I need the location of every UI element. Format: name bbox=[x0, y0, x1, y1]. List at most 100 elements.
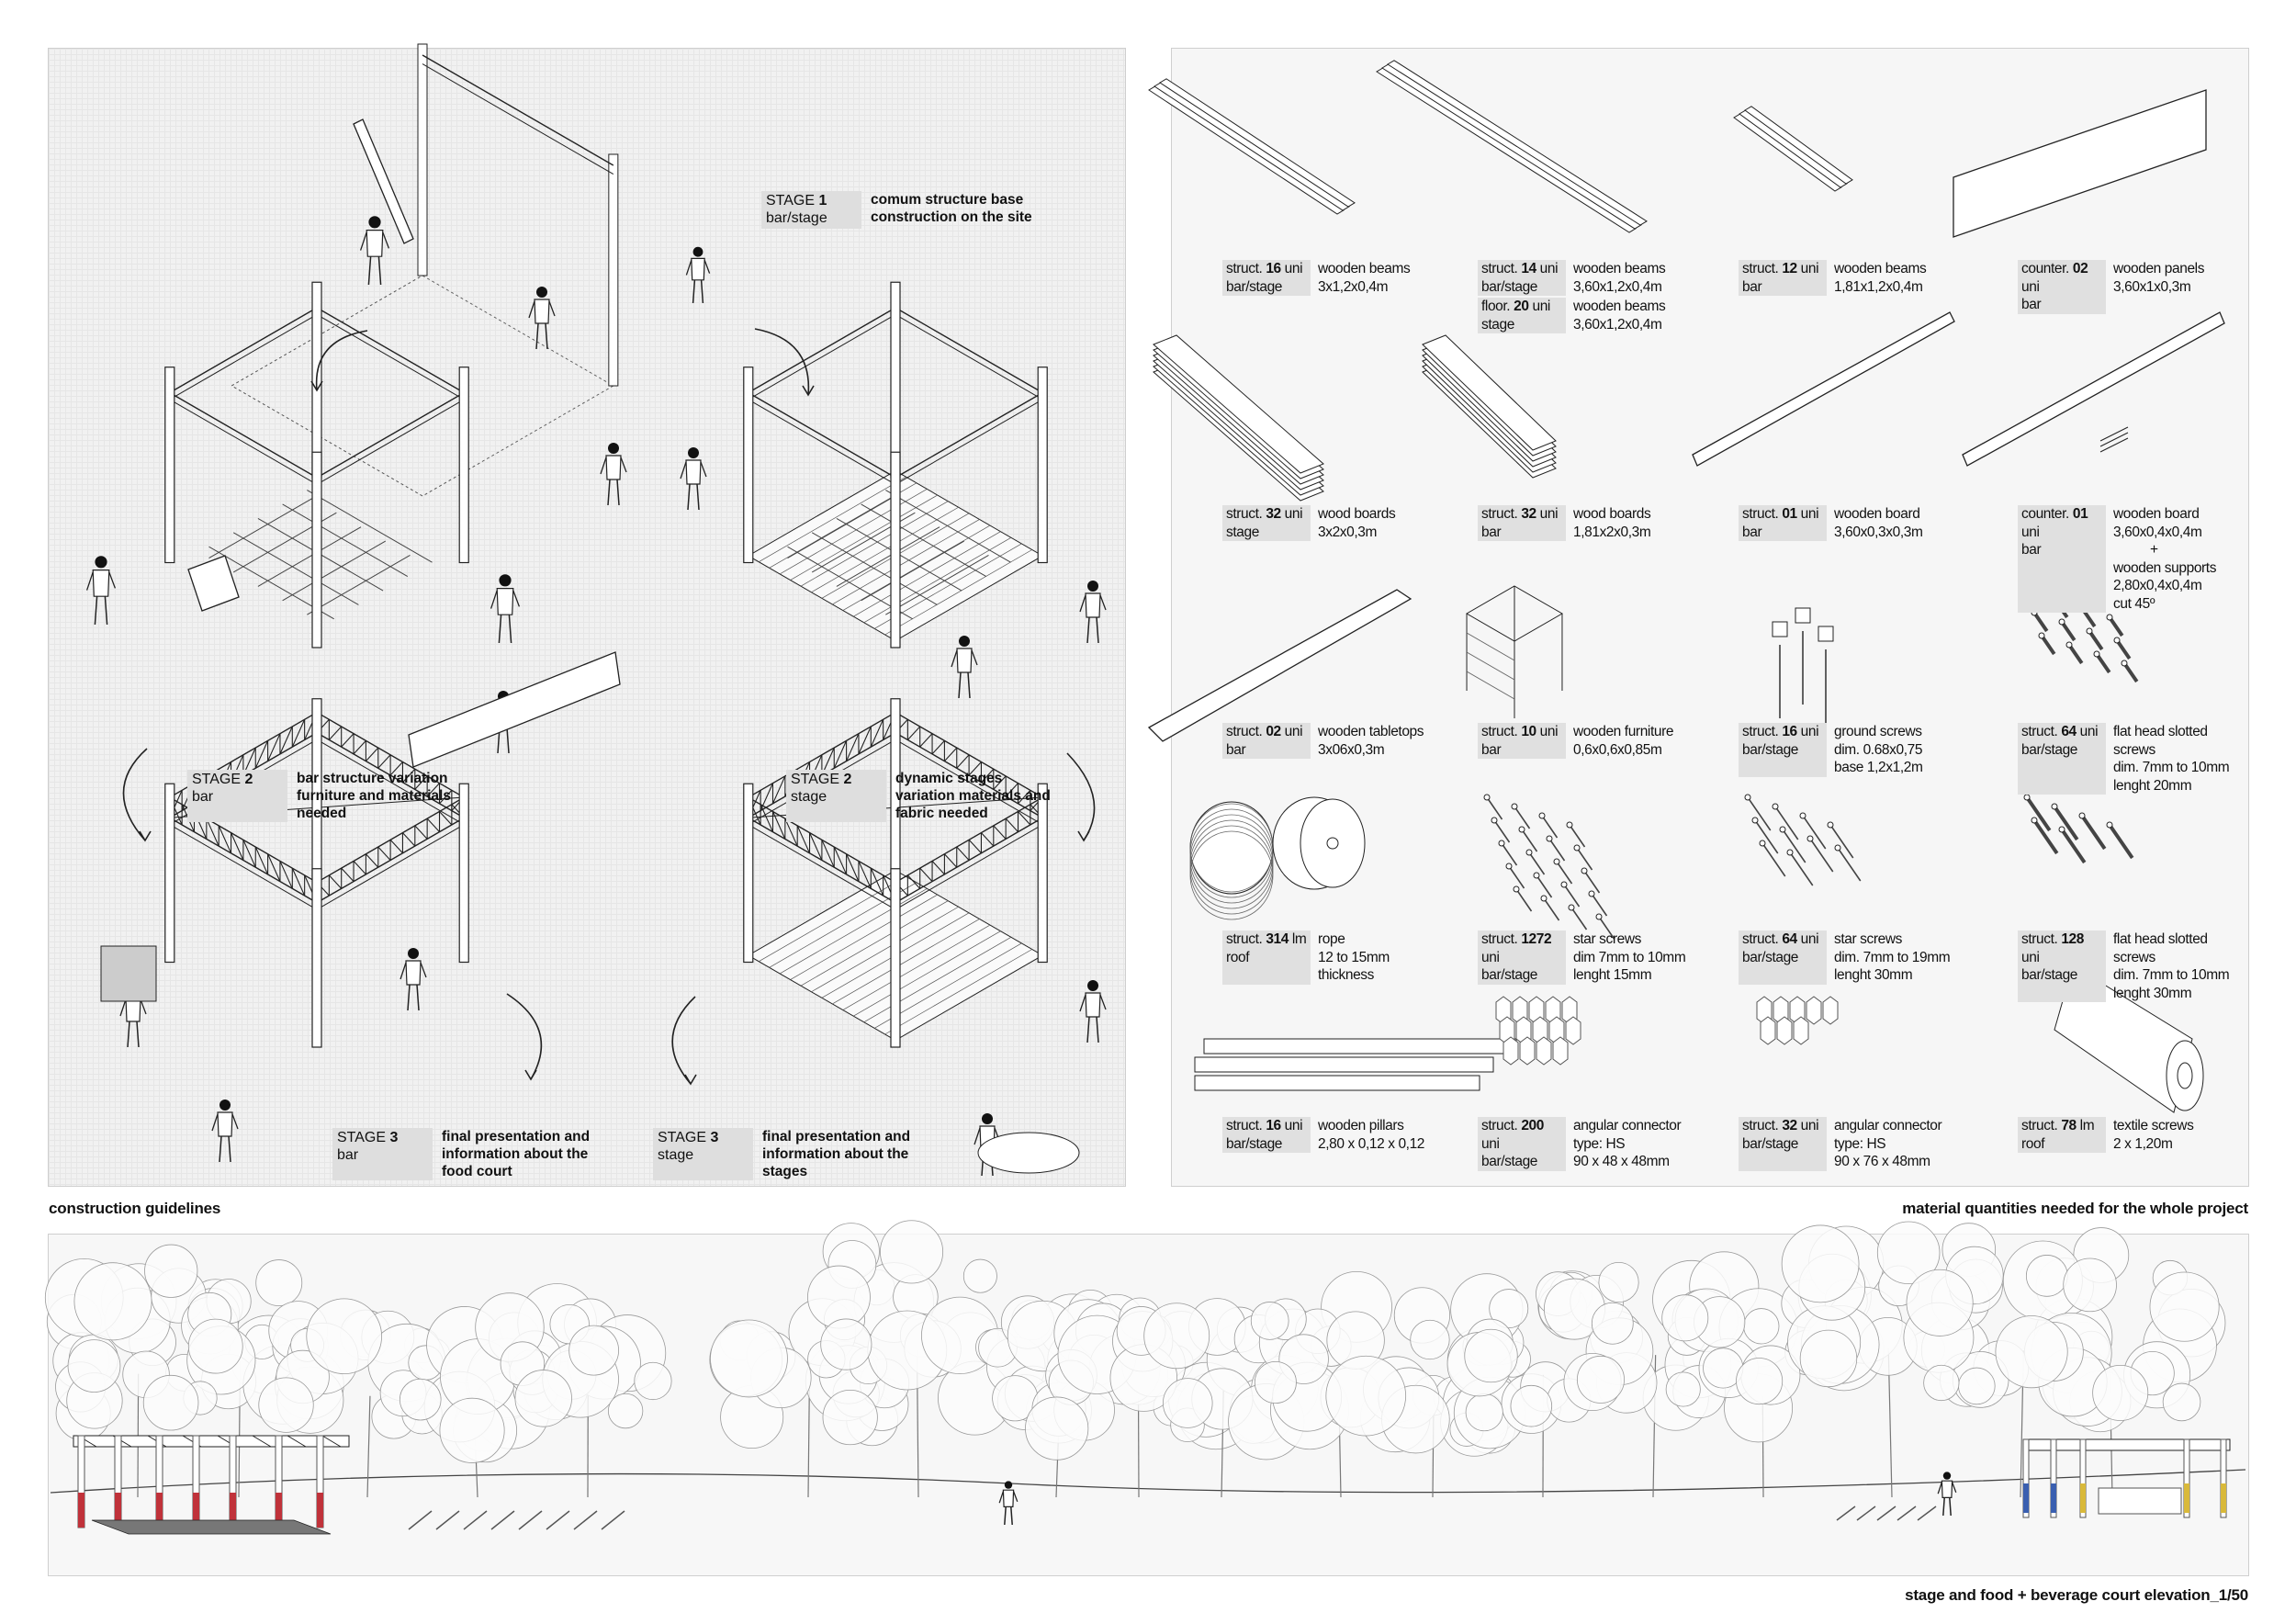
person-figure bbox=[211, 1100, 239, 1163]
quantity: 01 bbox=[1782, 506, 1797, 522]
beams-long-icon bbox=[1376, 60, 1648, 233]
description-line: wooden board bbox=[1834, 506, 1920, 522]
description-line: dim. 7mm to 19mm bbox=[1834, 949, 1951, 965]
person-figure bbox=[528, 287, 556, 350]
use: roof bbox=[1226, 949, 1250, 965]
stage-number: 2 bbox=[843, 772, 852, 787]
quantity: 12 bbox=[1782, 261, 1797, 276]
panel-icon bbox=[1953, 89, 2207, 238]
unit: uni bbox=[1536, 724, 1559, 739]
stage-description-line: needed bbox=[297, 806, 347, 821]
description-line: lenght 15mm bbox=[1573, 967, 1652, 983]
description-line: ground screws bbox=[1834, 724, 1922, 739]
description-line: 3,60x1,2x0,4m bbox=[1573, 316, 1662, 333]
red-pillar bbox=[156, 1493, 163, 1528]
textile-roll-icon bbox=[2054, 964, 2204, 1113]
description-line: rope bbox=[1318, 931, 1345, 947]
category: struct. bbox=[1742, 1118, 1783, 1133]
description-line: type: HS bbox=[1834, 1135, 1886, 1152]
unit: uni bbox=[1796, 724, 1819, 739]
tree bbox=[1781, 1221, 1997, 1498]
use: bar bbox=[2021, 542, 2042, 558]
use: bar/stage bbox=[1742, 741, 1799, 758]
stage-description-line: food court bbox=[442, 1164, 512, 1179]
description-line: wooden panels bbox=[2113, 261, 2205, 276]
unit: uni bbox=[1481, 949, 1500, 965]
category: struct. bbox=[1481, 506, 1522, 522]
description-line: dim 7mm to 10mm bbox=[1573, 949, 1686, 965]
pillar bbox=[311, 451, 322, 648]
use: bar bbox=[1742, 278, 1762, 295]
description-line: 2 x 1,20m bbox=[2113, 1135, 2173, 1152]
screws-icon bbox=[1744, 794, 1862, 886]
use: bar bbox=[2021, 297, 2042, 312]
quantity: 16 bbox=[1782, 724, 1797, 739]
description-line: 2,80x0,4x0,4m bbox=[2113, 578, 2202, 593]
description-line: 3x2x0,3m bbox=[1318, 524, 1377, 540]
unit: uni bbox=[1528, 299, 1550, 314]
description-line: type: HS bbox=[1573, 1135, 1626, 1152]
person-figure bbox=[685, 246, 711, 304]
fabric-roll bbox=[977, 1132, 1080, 1174]
description-line: 3x06x0,3m bbox=[1318, 741, 1385, 758]
unit: uni bbox=[1536, 506, 1559, 522]
quantity: 32 bbox=[1521, 506, 1536, 522]
quantity: 1272 bbox=[1521, 931, 1552, 947]
red-pillar bbox=[276, 1493, 282, 1528]
category: struct. bbox=[1742, 724, 1783, 739]
colored-pillar bbox=[2080, 1483, 2086, 1513]
description-line: 3x1,2x0,4m bbox=[1318, 278, 1389, 295]
category: struct. bbox=[1226, 506, 1266, 522]
stage-3-stage-frame bbox=[743, 698, 1048, 1048]
use: bar/stage bbox=[1742, 1135, 1799, 1152]
use: bar bbox=[1481, 524, 1502, 540]
pillar bbox=[890, 868, 901, 1048]
description-line: cut 45º bbox=[2113, 595, 2155, 612]
material-description: textile screws 2 x 1,20m bbox=[2113, 1117, 2194, 1153]
description-line: wood boards bbox=[1318, 506, 1396, 522]
description-line: 12 to 15mm bbox=[1318, 949, 1390, 965]
unit: uni bbox=[2021, 278, 2040, 295]
counter-panel-drawing bbox=[100, 555, 1080, 1174]
description-line: textile screws bbox=[2113, 1118, 2194, 1133]
stage-description-line: final presentation and bbox=[762, 1129, 911, 1145]
connectors-large-icon bbox=[1756, 996, 1839, 1045]
bolts-long-icon bbox=[2023, 794, 2134, 864]
description-line: 0,6x0,6x0,85m bbox=[1573, 741, 1662, 758]
stage-description-line: information about the bbox=[442, 1146, 589, 1162]
stage-use: stage bbox=[658, 1147, 694, 1163]
person-figure bbox=[680, 447, 707, 511]
category: struct. bbox=[1742, 506, 1783, 522]
pillar bbox=[1037, 783, 1048, 964]
description-line: flat head slotted bbox=[2113, 724, 2208, 739]
description-line: star screws bbox=[1834, 931, 1902, 947]
stage-number: 2 bbox=[244, 772, 253, 787]
person-figure bbox=[85, 556, 117, 626]
description-line: + bbox=[2150, 542, 2158, 558]
use: bar/stage bbox=[1226, 1135, 1283, 1152]
quantity: 10 bbox=[1521, 724, 1536, 739]
use: bar/stage bbox=[1226, 278, 1283, 295]
pillar bbox=[1037, 367, 1048, 564]
stage-number: 3 bbox=[389, 1130, 399, 1145]
use: bar/stage bbox=[1481, 967, 1538, 983]
